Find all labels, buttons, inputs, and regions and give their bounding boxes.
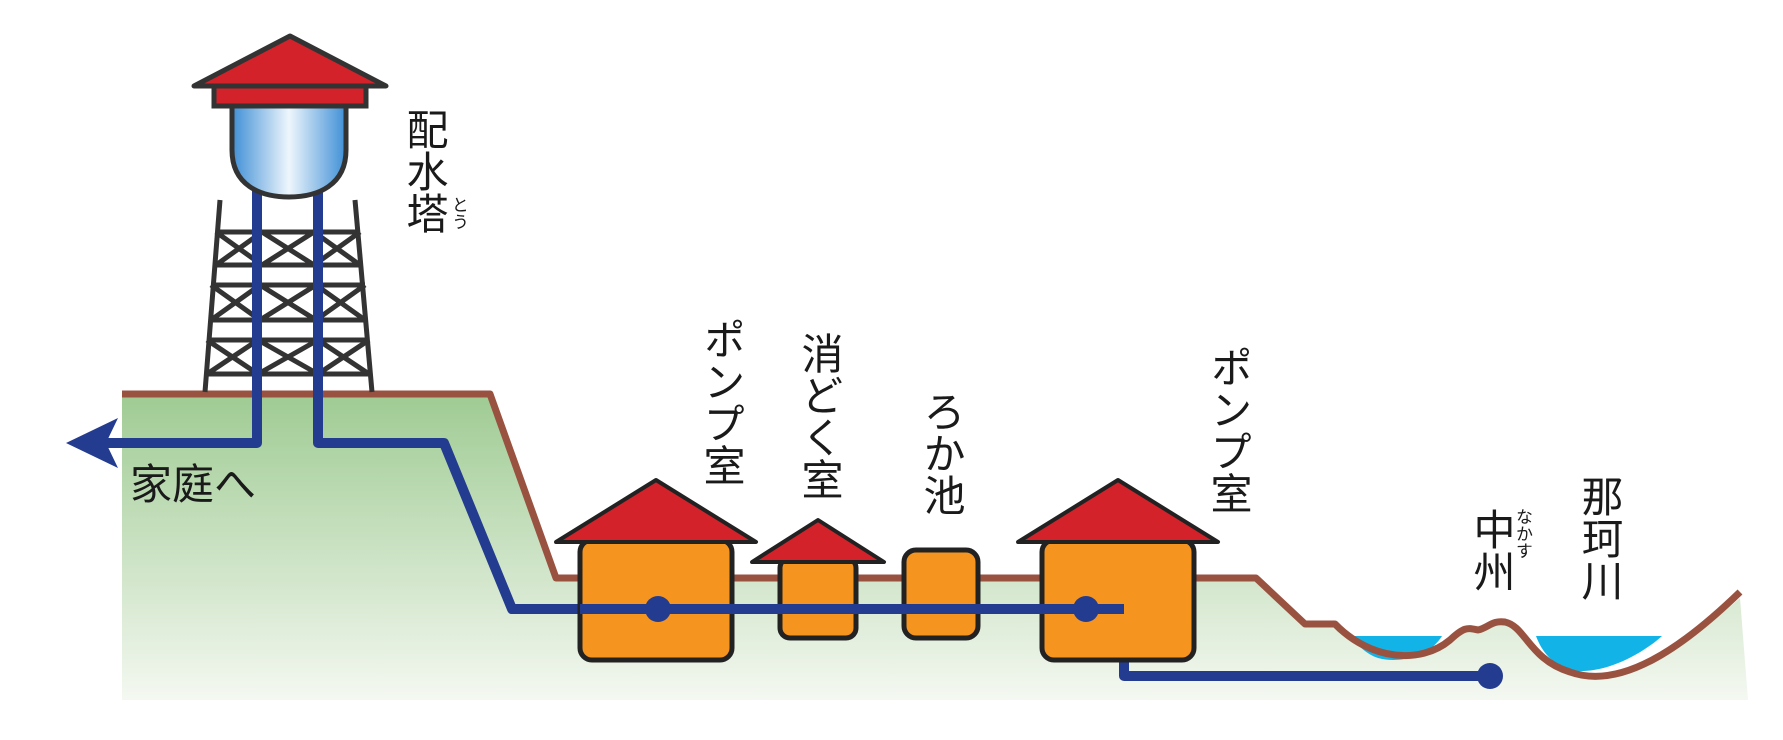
filter-pond-label: ろか池 [917, 390, 966, 516]
pump-room-1-building [554, 478, 758, 663]
river-water-right [1536, 636, 1662, 672]
water-tower-roof-band [211, 83, 369, 109]
disinfection-room-label: 消どく室 [795, 332, 844, 500]
filter-pond-tank [901, 547, 981, 641]
pipe-main [313, 190, 1490, 681]
intake-point [1477, 663, 1503, 689]
ground-fill [122, 394, 1748, 700]
arrow-to-homes [66, 418, 118, 468]
water-tower-tank [229, 101, 349, 200]
pump-room-1-label: ポンプ室 [697, 318, 746, 486]
pump-room-2-building [1016, 478, 1220, 663]
sandbar-label: 中州 [1467, 508, 1516, 592]
pump-1-junction [645, 596, 671, 622]
water-tower-frame [202, 199, 375, 393]
pump-2-junction [1073, 596, 1099, 622]
pump-room-2-label: ポンプ室 [1204, 346, 1253, 514]
sandbar-ruby: なかす [1512, 508, 1532, 559]
water-tower-ruby: とう [448, 196, 468, 230]
water-tower-roof [191, 33, 389, 89]
river-label: 那珂川 [1575, 475, 1624, 601]
pipe-to-homes [105, 190, 262, 448]
to-homes-label: 家庭へ [130, 460, 257, 509]
water-tower-label: 配水塔 [400, 108, 449, 234]
water-pipes [105, 190, 1490, 681]
disinfection-room-building [750, 518, 886, 641]
ground-line [122, 390, 1743, 680]
